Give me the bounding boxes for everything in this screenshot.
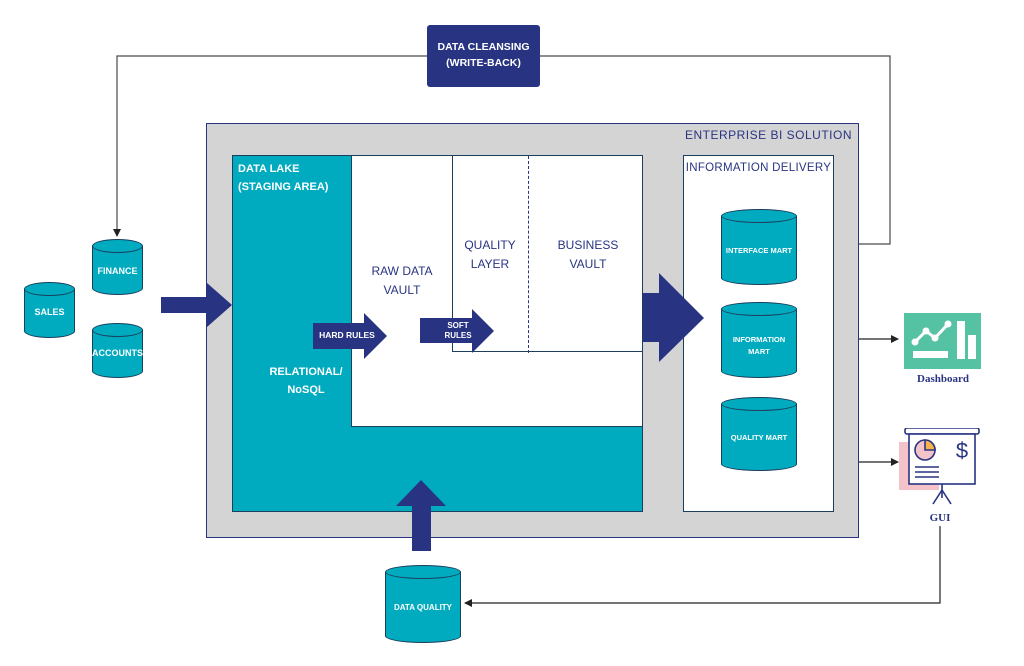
dashboard-icon [904, 313, 981, 369]
raw-data-vault-label: RAW DATA VAULT [371, 264, 433, 298]
information-delivery-title: INFORMATION DELIVERY [685, 162, 832, 174]
dashboard-label: Dashboard [917, 373, 969, 385]
quality-mart-label: QUALITY MART [730, 433, 788, 442]
data-lake-subtitle: RELATIONAL/ NoSQL [269, 366, 343, 396]
finance-label: FINANCE [97, 266, 138, 276]
sales-label: SALES [34, 307, 65, 317]
data-quality-label: DATA QUALITY [393, 603, 453, 612]
writeback-line [113, 55, 891, 245]
data-cleansing-box: DATA CLEANSING (WRITE-BACK) [427, 25, 540, 87]
data-lake-title: DATA LAKE (STAGING AREA) [238, 163, 329, 193]
quality-layer-label: QUALITY LAYER [464, 238, 516, 272]
svg-text:$: $ [956, 438, 968, 463]
information-mart-label: INFORMATION MART [732, 335, 786, 356]
interface-mart-label: INTERFACE MART [725, 246, 793, 255]
gui-icon: $ [899, 428, 980, 505]
data-quality-database: DATA QUALITY [385, 565, 461, 643]
accounts-label: ACCOUNTS [92, 348, 143, 358]
quality-divider [528, 156, 529, 353]
gui-label: GUI [929, 512, 951, 524]
business-vault-label: BUSINESS VAULT [557, 238, 619, 272]
interface-mart-database: INTERFACE MART [721, 209, 797, 285]
finance-database: FINANCE [92, 239, 143, 295]
data-cleansing-label: DATA CLEANSING (WRITE-BACK) [437, 41, 530, 69]
quality-mart-database: QUALITY MART [721, 397, 797, 471]
accounts-database: ACCOUNTS [92, 323, 143, 378]
information-mart-database: INFORMATION MART [721, 302, 797, 378]
soft-rules-label: SOFT RULES [444, 321, 472, 340]
sales-database: SALES [24, 282, 75, 338]
gui-to-dataquality-line [464, 526, 941, 607]
hard-rules-label: HARD RULES [319, 330, 375, 340]
enterprise-bi-title: ENTERPRISE BI SOLUTION [684, 128, 852, 142]
